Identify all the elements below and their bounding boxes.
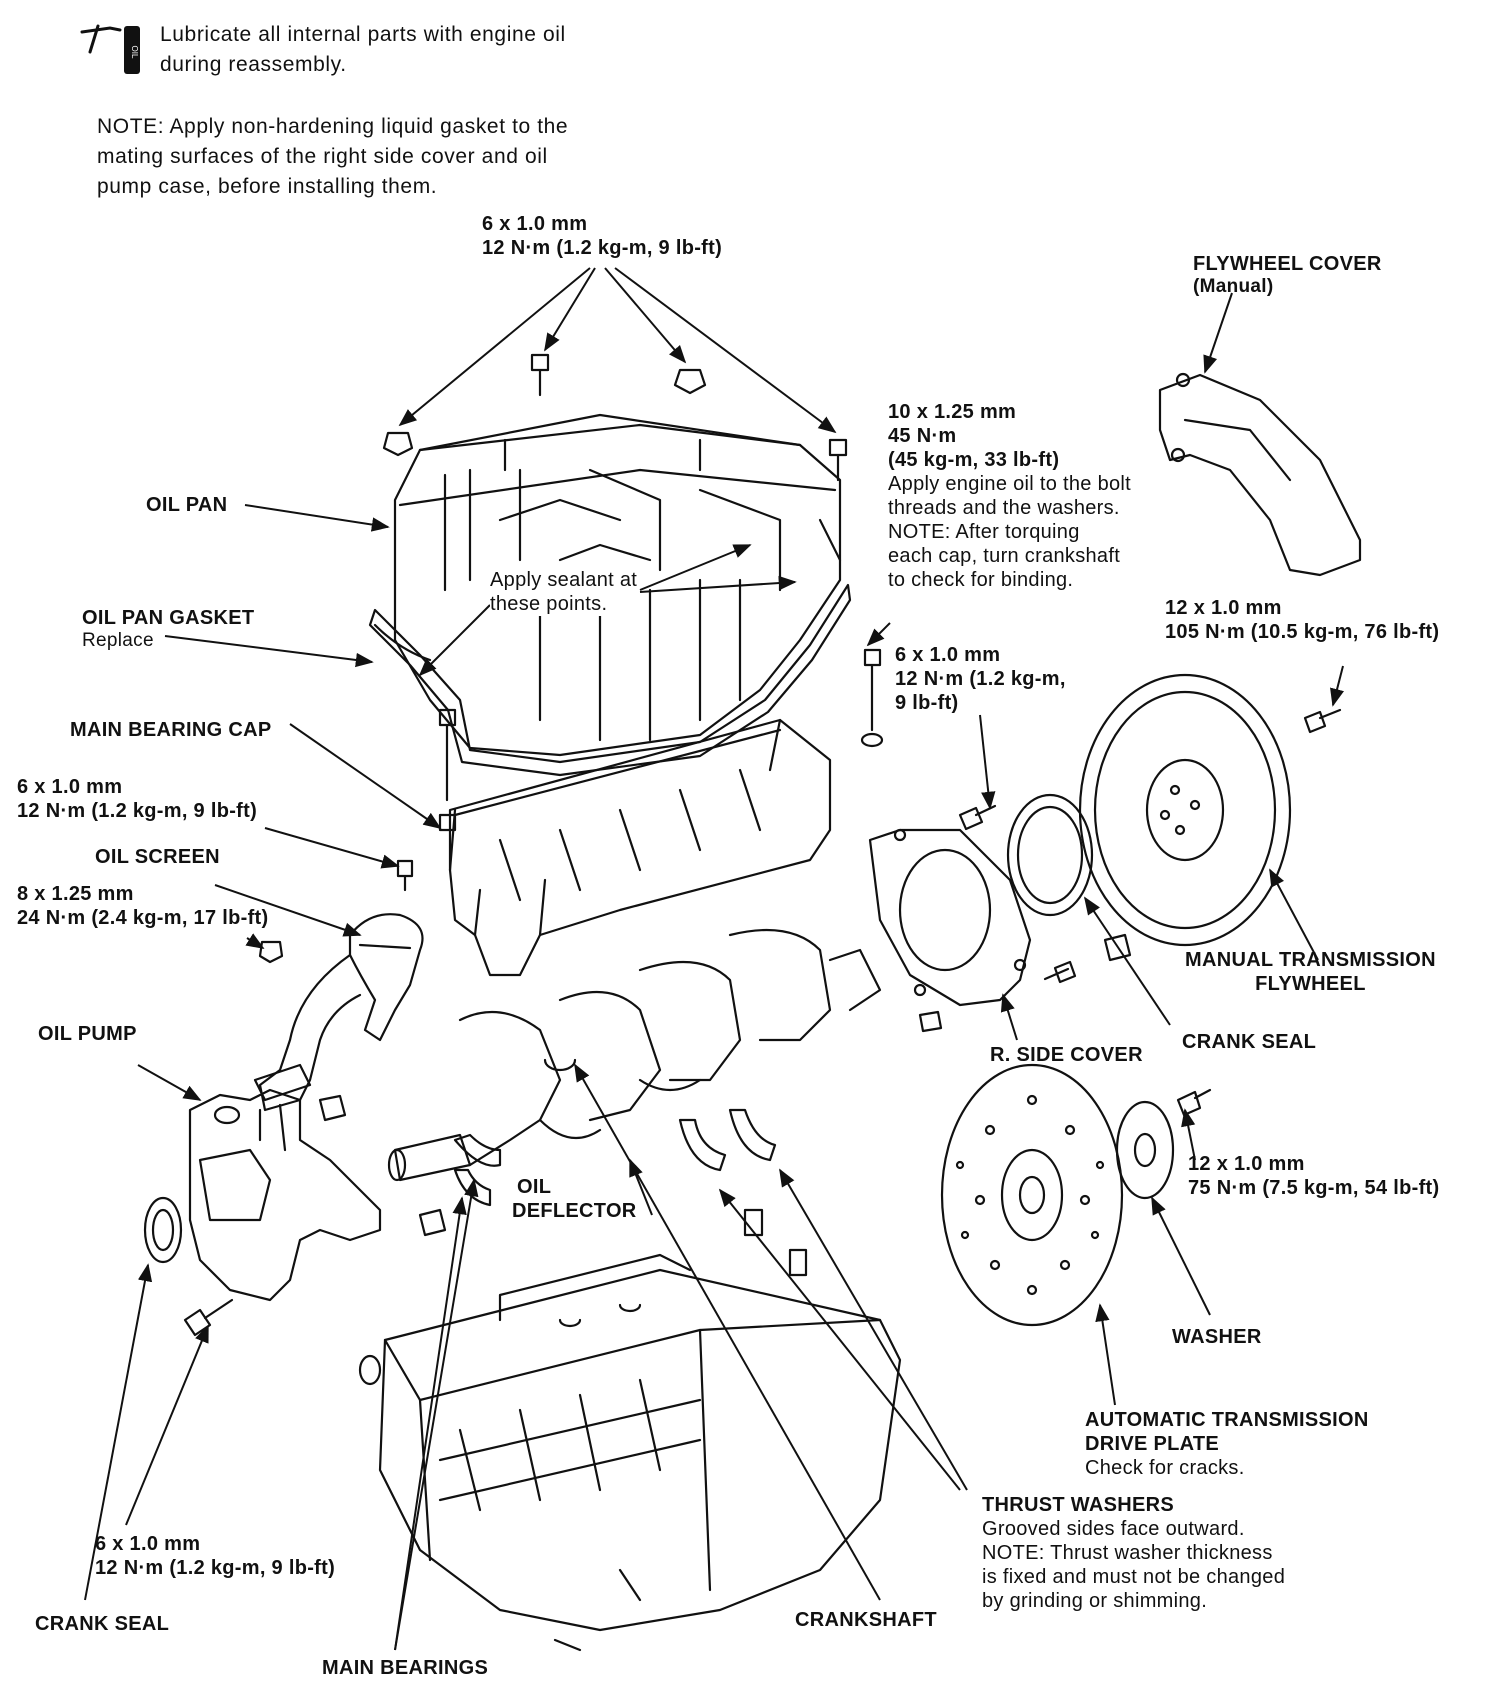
- oil-can-icon: OIL: [80, 24, 140, 74]
- top-bolts-drawing: [382, 353, 848, 482]
- oil-pan-label: OIL PAN: [146, 494, 228, 516]
- oil-pan-gasket-label: OIL PAN GASKET Replace: [82, 607, 255, 651]
- flywheel-cover-drawing: [1158, 372, 1362, 577]
- main-bearings-label: MAIN BEARINGS: [322, 1657, 489, 1679]
- main-bearings-drawing: [453, 1108, 777, 1207]
- oil-pan-gasket-drawing: [368, 583, 852, 777]
- crankshaft-drawing: [387, 928, 882, 1182]
- crank-seal-right-drawing: [1006, 793, 1094, 917]
- oil-pan-drawing: [393, 413, 842, 757]
- flywheel-cover-label: FLYWHEEL COVER (Manual): [1193, 253, 1382, 297]
- sealant-note: Apply sealant at these points.: [490, 568, 638, 616]
- main-bearing-cap-drawing: [448, 718, 832, 977]
- o-ring-drawing: [358, 1354, 382, 1386]
- flywheel-bolt-label: 12 x 1.0 mm 105 N·m (10.5 kg-m, 76 lb-ft…: [1165, 597, 1440, 643]
- oil-pump-drawing: [188, 1088, 382, 1302]
- assembly-note: NOTE: Apply non-hardening liquid gasket …: [97, 115, 569, 198]
- drive-plate-label: AUTOMATIC TRANSMISSION DRIVE PLATE Check…: [1085, 1409, 1369, 1479]
- oil-screen-nut-label: 8 x 1.25 mm 24 N·m (2.4 kg-m, 17 lb-ft): [17, 883, 269, 929]
- right-cover-bolt-label: 6 x 1.0 mm 12 N·m (1.2 kg-m, 9 lb-ft): [895, 644, 1066, 714]
- oil-pump-label: OIL PUMP: [38, 1023, 137, 1045]
- oil-deflector-label: OIL DEFLECTOR: [512, 1176, 637, 1222]
- crank-seal-left-drawing: [143, 1196, 183, 1264]
- washer-drawing: [1115, 1100, 1175, 1200]
- main-bearing-cap-label: MAIN BEARING CAP: [70, 719, 272, 741]
- manual-flywheel-label: MANUAL TRANSMISSION FLYWHEEL: [1185, 949, 1436, 995]
- engine-block-drawing: [378, 1253, 902, 1652]
- drive-plate-drawing: [940, 1063, 1124, 1327]
- crank-seal-left-label: CRANK SEAL: [35, 1613, 170, 1635]
- thrust-washers-label: THRUST WASHERS Grooved sides face outwar…: [982, 1494, 1286, 1612]
- top-bolts-label: 6 x 1.0 mm 12 N·m (1.2 kg-m, 9 lb-ft): [482, 213, 723, 259]
- oil-screen-label: OIL SCREEN: [95, 846, 220, 868]
- r-side-cover-drawing: [868, 828, 1032, 1007]
- oil-can-icon-text: OIL: [130, 46, 139, 59]
- crankshaft-label: CRANKSHAFT: [795, 1609, 937, 1631]
- crank-seal-right-label: CRANK SEAL: [1182, 1031, 1317, 1053]
- lubricate-instruction: Lubricate all internal parts with engine…: [160, 23, 566, 76]
- main-cap-bolts-label: 10 x 1.25 mm 45 N·m (45 kg-m, 33 lb-ft) …: [888, 401, 1132, 591]
- leader-lines: [84, 267, 1344, 1651]
- drive-plate-bolt-label: 12 x 1.0 mm 75 N·m (7.5 kg-m, 54 lb-ft): [1188, 1153, 1440, 1199]
- pump-bolt-label: 6 x 1.0 mm 12 N·m (1.2 kg-m, 9 lb-ft): [95, 1533, 336, 1579]
- r-side-cover-label: R. SIDE COVER: [990, 1044, 1143, 1066]
- washer-label: WASHER: [1172, 1326, 1262, 1348]
- cap-side-bolt-label: 6 x 1.0 mm 12 N·m (1.2 kg-m, 9 lb-ft): [17, 776, 258, 822]
- flywheel-drawing: [1078, 673, 1292, 947]
